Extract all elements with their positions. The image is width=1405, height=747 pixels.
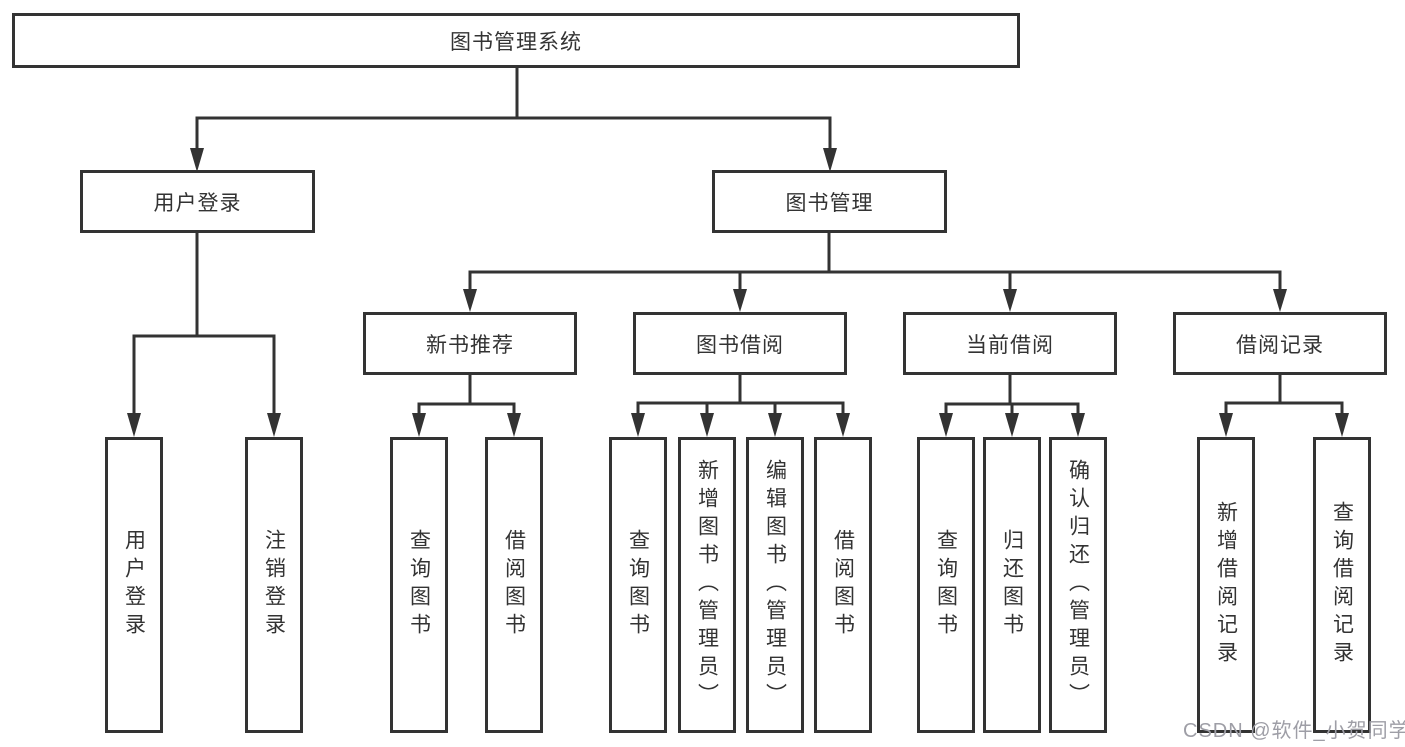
connector-record-to-children xyxy=(1224,375,1344,416)
node-user-login: 用户登录 xyxy=(80,170,315,233)
node-confirm-return-admin: 确认归还（管理员） xyxy=(1049,437,1107,733)
node-borrow-books: 借阅图书 xyxy=(814,437,872,733)
connector-login-to-children xyxy=(132,233,276,416)
node-query-books-current: 查询图书 xyxy=(917,437,975,733)
node-borrow-books-recommend: 借阅图书 xyxy=(485,437,543,733)
node-library-management-system: 图书管理系统 xyxy=(12,13,1020,68)
node-current-borrow: 当前借阅 xyxy=(903,312,1117,375)
node-borrow-record: 借阅记录 xyxy=(1173,312,1387,375)
node-logout: 注销登录 xyxy=(245,437,303,733)
node-add-books-admin: 新增图书（管理员） xyxy=(678,437,736,733)
connector-root-to-level1 xyxy=(195,68,832,150)
node-query-borrow-record: 查询借阅记录 xyxy=(1313,437,1371,733)
node-add-borrow-record: 新增借阅记录 xyxy=(1197,437,1255,733)
connector-current-to-children xyxy=(944,375,1080,416)
node-query-books-borrow: 查询图书 xyxy=(609,437,667,733)
node-book-borrow: 图书借阅 xyxy=(633,312,847,375)
node-return-books: 归还图书 xyxy=(983,437,1041,733)
connector-mgmt-to-level2 xyxy=(468,233,1282,292)
node-edit-books-admin: 编辑图书（管理员） xyxy=(746,437,804,733)
connector-borrow-to-children xyxy=(636,375,845,416)
connector-newrec-to-children xyxy=(417,375,516,416)
node-new-book-recommend: 新书推荐 xyxy=(363,312,577,375)
csdn-watermark: CSDN @软件_小贺同学 xyxy=(1183,720,1405,742)
node-book-management: 图书管理 xyxy=(712,170,947,233)
arrowheads xyxy=(127,148,1349,437)
node-user-login-leaf: 用户登录 xyxy=(105,437,163,733)
node-query-books-recommend: 查询图书 xyxy=(390,437,448,733)
